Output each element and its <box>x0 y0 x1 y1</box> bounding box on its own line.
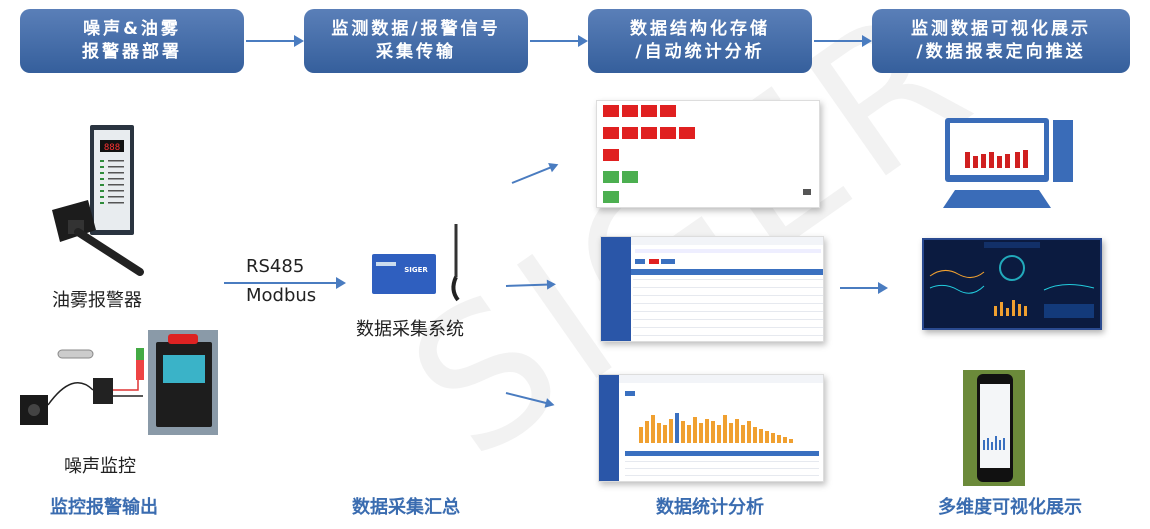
desktop-computer-icon <box>943 118 1073 208</box>
dashboard-screen <box>922 238 1102 330</box>
stage-visualize-line2: /数据报表定向推送 <box>916 42 1086 62</box>
mobile-phone-icon <box>963 370 1025 486</box>
to-visualization-arrow <box>840 282 888 294</box>
stage-collect-line2: 采集传输 <box>376 42 456 62</box>
device-display: 888 <box>104 143 120 153</box>
stage-collect: 监测数据/报警信号 采集传输 <box>304 9 528 73</box>
oil-mist-alarm-device: 888 <box>48 120 168 280</box>
protocol-modbus: Modbus <box>246 285 317 306</box>
stage-arrow-1 <box>246 35 304 47</box>
bottom-label-alarm-output: 监控报警输出 <box>50 497 158 518</box>
stage-storage-line2: /自动统计分析 <box>635 42 765 62</box>
alarm-status-panel <box>596 100 820 208</box>
noise-wiring-icon <box>20 330 218 435</box>
bottom-label-data-collection: 数据采集汇总 <box>352 497 460 518</box>
data-table-illustration <box>601 237 823 341</box>
stage-arrow-3 <box>814 35 872 47</box>
collector-arrow-up <box>511 164 557 184</box>
data-collector-device: SIGER <box>368 222 478 310</box>
stage-deploy: 噪声&油雾 报警器部署 <box>20 9 244 73</box>
statistics-chart-panel <box>598 374 824 482</box>
bottom-label-statistics: 数据统计分析 <box>656 497 764 518</box>
bottom-label-visualization: 多维度可视化展示 <box>938 497 1082 518</box>
stage-deploy-line2: 报警器部署 <box>82 42 182 62</box>
data-table-panel <box>600 236 824 342</box>
stage-visualize: 监测数据可视化展示 /数据报表定向推送 <box>872 9 1130 73</box>
stage-storage: 数据结构化存储 /自动统计分析 <box>588 9 812 73</box>
collector-caption: 数据采集系统 <box>356 319 464 340</box>
stage-deploy-line1: 噪声&油雾 <box>83 19 181 39</box>
protocol-arrow <box>224 277 346 289</box>
stage-visualize-line1: 监测数据可视化展示 <box>911 19 1091 39</box>
desktop-computer <box>935 118 1075 210</box>
stage-arrow-2 <box>530 35 588 47</box>
gateway-router-icon: SIGER <box>372 224 460 302</box>
mobile-phone <box>963 370 1025 486</box>
noise-monitor-diagram <box>18 330 218 435</box>
noise-caption: 噪声监控 <box>64 456 136 477</box>
stage-storage-line1: 数据结构化存储 <box>630 19 770 39</box>
protocol-rs485: RS485 <box>246 256 305 277</box>
statistics-chart-illustration <box>599 375 823 481</box>
oil-mist-caption: 油雾报警器 <box>52 290 142 311</box>
alarm-panel-illustration <box>603 105 811 203</box>
dashboard-screen-illustration <box>929 242 1095 318</box>
stage-collect-line1: 监测数据/报警信号 <box>331 19 501 39</box>
oil-mist-device-icon: 888 <box>52 125 144 276</box>
collector-brand: SIGER <box>404 266 428 274</box>
